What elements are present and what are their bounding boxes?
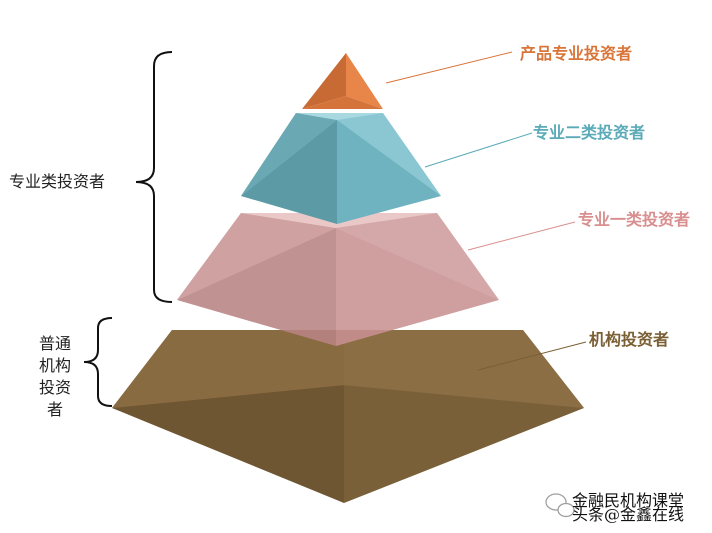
connector-product [385,51,513,84]
bracket-professional [135,51,173,303]
watermark-line-2: 头条@金鑫在线 [572,505,685,524]
tier-institutional [112,330,584,503]
bracket-general [83,317,113,407]
connector-inst [477,341,587,371]
tier-label-professional-1: 专业一类投资者 [578,210,691,229]
tier-professional-1 [177,213,499,346]
tier-label-institutional: 机构投资者 [589,330,670,349]
tier-professional-2 [241,113,441,224]
tier-label-professional-2: 专业二类投资者 [533,123,646,142]
watermark-line-1: 金融民机构课堂 [572,491,685,510]
connector-pro2 [424,132,533,168]
group-label-professional: 专业类投资者 [9,172,106,191]
tier-label-product: 产品专业投资者 [520,44,633,63]
wechat-icon [545,493,575,518]
tier-product [302,53,383,109]
group-label-general: 普通机构投资者 [38,334,71,419]
connector-pro1 [467,221,576,251]
watermark: 金融民机构课堂 头条@金鑫在线 [544,492,704,528]
